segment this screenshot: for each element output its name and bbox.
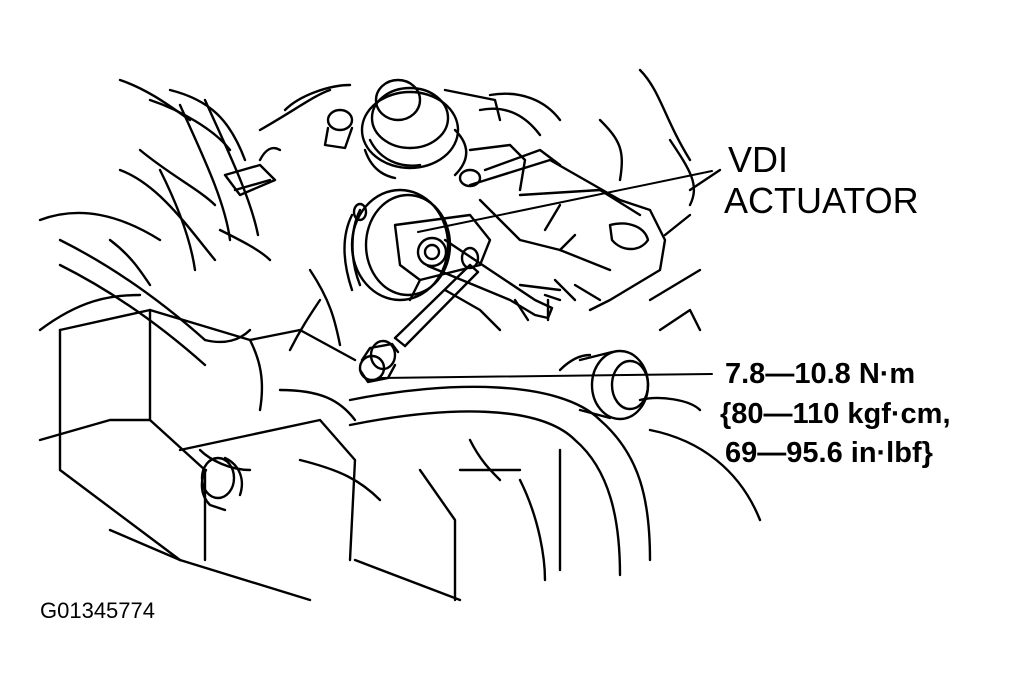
vdi-actuator <box>343 188 562 332</box>
torque-leader-line <box>377 373 713 379</box>
intake-block <box>38 308 462 602</box>
actuator-label-line2: ACTUATOR <box>724 180 919 221</box>
mounting-bolt <box>358 263 480 384</box>
leader-lines <box>377 170 713 379</box>
egr-valve <box>323 78 562 192</box>
pipe-assembly <box>58 98 282 367</box>
engine-background-lines <box>38 68 722 352</box>
actuator-bracket <box>468 158 667 312</box>
figure-id: G01345774 <box>40 598 155 623</box>
torque-spec-line3: 69—95.6 in·lbf} <box>725 437 933 469</box>
main-pipe <box>348 268 762 582</box>
bolt-boss <box>200 456 244 512</box>
actuator-label-line1: VDI <box>728 139 789 180</box>
torque-spec-line2: {80—110 kgf·cm, <box>720 398 951 430</box>
actuator-leader-line <box>417 170 713 233</box>
pipe-fitting <box>558 349 650 421</box>
torque-spec-line1: 7.8—10.8 N·m <box>725 358 916 390</box>
